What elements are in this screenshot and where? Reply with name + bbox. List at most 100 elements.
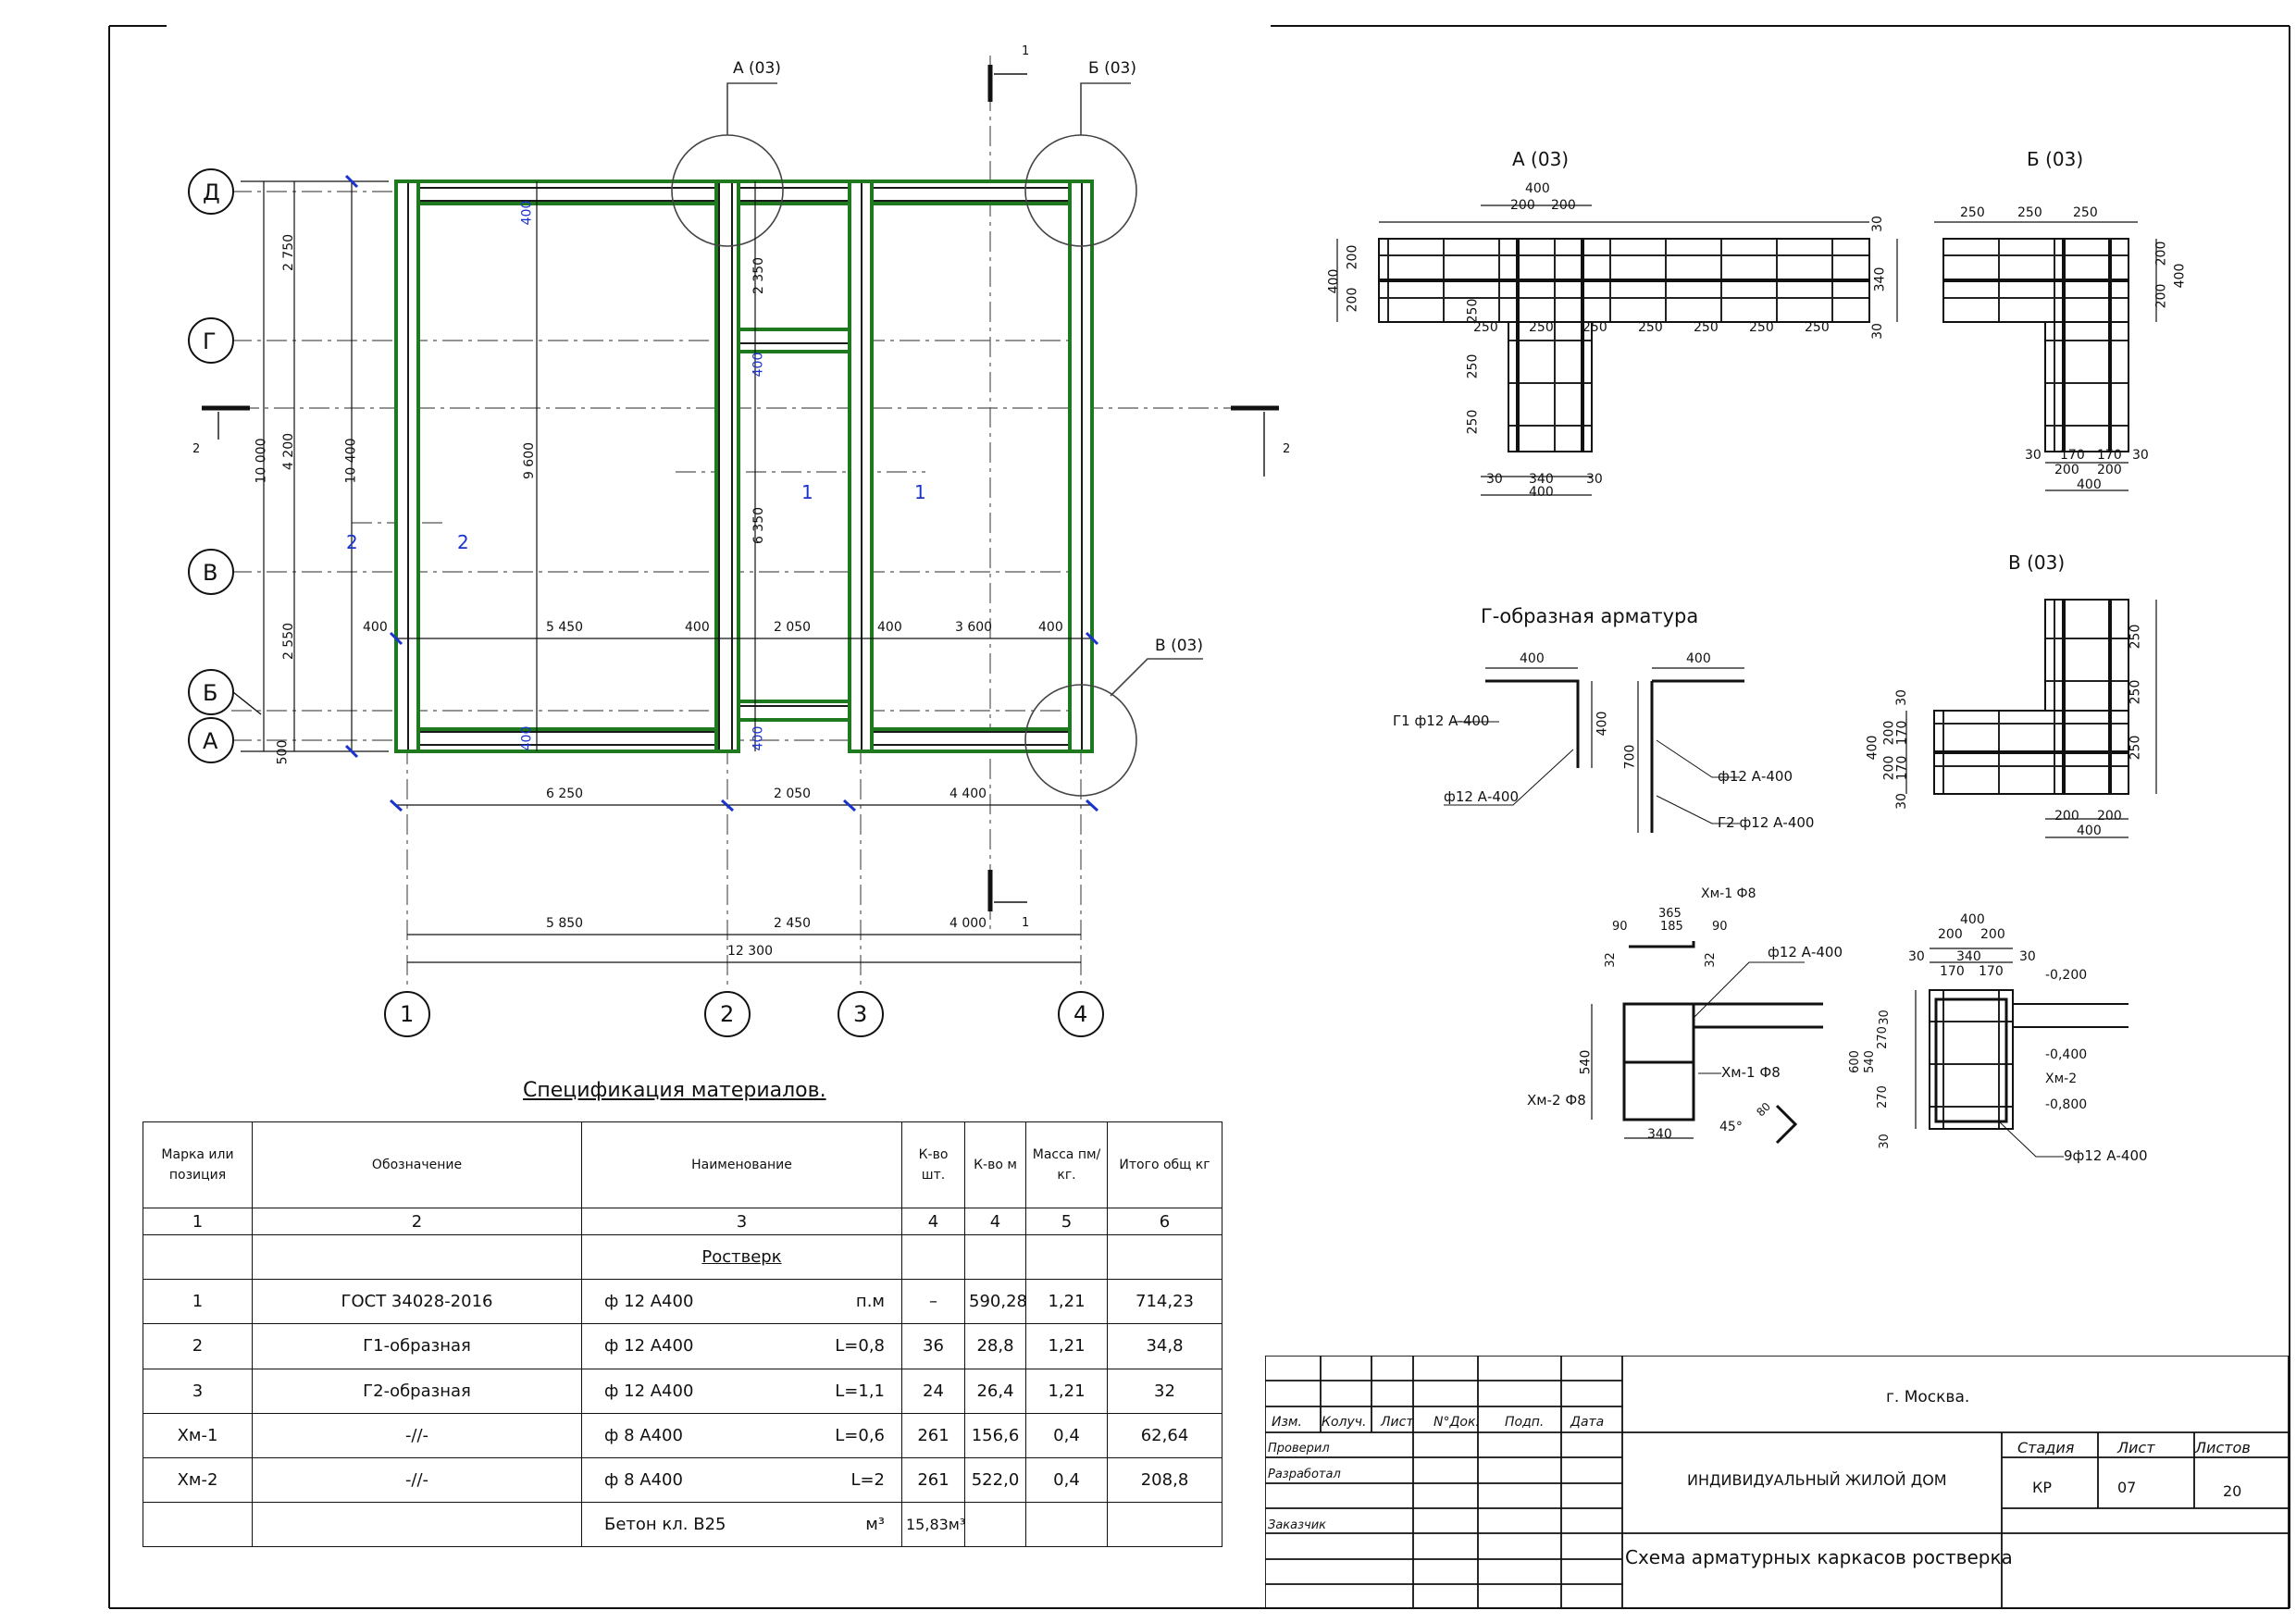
spec-name: ф 12 А400	[604, 1381, 694, 1401]
spec-mass: 1,21	[1025, 1279, 1108, 1325]
sec1-185: 185	[1660, 920, 1683, 934]
detail-a-right-30a: 30	[1869, 216, 1885, 232]
axis-label-b: Б	[203, 680, 218, 706]
tb-sheets-label: Листов	[2195, 1439, 2251, 1456]
detail-a-row-250-7: 250	[1805, 320, 1830, 335]
spec-name: ф 12 А400	[604, 1292, 694, 1312]
spec-mass	[1025, 1501, 1108, 1548]
detail-v-left-170a: 170	[1894, 720, 1910, 746]
detail-a-left-400: 400	[1326, 268, 1342, 294]
sec1-xm1b: Хм-1 Ф8	[1721, 1064, 1781, 1081]
sec2-elev-800: -0,800	[2045, 1097, 2088, 1112]
spec-header-cell: Обозначение	[252, 1121, 582, 1209]
sec2-left-30b: 30	[1877, 1134, 1892, 1149]
spec-length: L=0,8	[835, 1336, 885, 1357]
spec-meters: 26,4	[964, 1368, 1026, 1414]
spec-meters	[964, 1501, 1026, 1548]
detail-b-right-200b: 200	[2153, 283, 2169, 309]
spec-length: п.м	[855, 1292, 885, 1312]
detail-b-right-200a: 200	[2153, 241, 2169, 266]
dim-ax-2450: 2 450	[774, 916, 812, 931]
sec2-top-30a: 30	[1908, 949, 1925, 964]
detail-v-bot-400: 400	[2077, 824, 2102, 838]
spec-length: L=2	[850, 1469, 885, 1490]
dim-ax-5850: 5 850	[546, 916, 584, 931]
detail-v-drawing	[1905, 599, 2157, 838]
spec-col-number: 2	[252, 1208, 582, 1236]
tb-role-checked: Проверил	[1268, 1442, 1330, 1456]
detail-b-top-250b: 250	[2017, 205, 2042, 220]
axis-label-3: 3	[853, 1001, 868, 1027]
spec-mass: 1,21	[1025, 1368, 1108, 1414]
spec-designation: Г1-образная	[252, 1323, 582, 1369]
sec1-90b: 90	[1712, 920, 1728, 934]
dim-h-400b: 400	[685, 620, 710, 635]
l-rebar-g1: Г1 ф12 А-400	[1393, 712, 1490, 729]
spec-pos	[143, 1501, 253, 1548]
sec1-xm1: Хм-1 Ф8	[1701, 886, 1756, 901]
spec-header-cell: К-во шт.	[901, 1121, 965, 1209]
cut-label-1-top: 1	[1022, 44, 1030, 58]
detail-b-bot-30b: 30	[2132, 448, 2149, 463]
dim-inner-400d: 400	[751, 725, 766, 751]
dim-inner-400a: 400	[519, 200, 535, 226]
detail-a-row-250-6: 250	[1749, 320, 1774, 335]
detail-b-bot-170a: 170	[2060, 448, 2085, 463]
foundation-plan	[188, 56, 1279, 1037]
detail-a-bot-400: 400	[1529, 485, 1554, 500]
sec2-top-30b: 30	[2019, 949, 2036, 964]
dim-inner-2350: 2 350	[751, 256, 767, 295]
spec-header-row: Марка или позиция Обозначение Наименован…	[143, 1121, 1222, 1209]
spec-pos: 2	[143, 1323, 253, 1369]
spec-designation	[252, 1501, 582, 1548]
spec-qty: 15,83м³	[901, 1501, 965, 1548]
spec-total: 208,8	[1107, 1456, 1222, 1503]
detail-a-left-200a: 200	[1345, 244, 1360, 270]
sec2-left-30a: 30	[1877, 1010, 1892, 1025]
spec-pos: Хм-1	[143, 1412, 253, 1458]
section-mark-2a: 2	[346, 531, 358, 553]
sec2-left-270b: 270	[1875, 1085, 1890, 1109]
section-mark-1a: 1	[801, 481, 813, 503]
dim-h-400a: 400	[363, 620, 388, 635]
dim-inner-9600: 9 600	[522, 441, 538, 480]
sec1-540: 540	[1578, 1049, 1594, 1075]
spec-col-number: 5	[1025, 1208, 1108, 1236]
sec2-elev-200: -0,200	[2045, 968, 2088, 983]
sec2-top-170a: 170	[1940, 964, 1965, 979]
l-shaped-rebar-drawing	[1444, 667, 1744, 833]
spec-total: 714,23	[1107, 1279, 1222, 1325]
spec-name-cell: ф 12 А400 п.м	[581, 1279, 902, 1325]
dim-4200: 4 200	[281, 432, 297, 471]
spec-meters: 156,6	[964, 1412, 1026, 1458]
sec2-left-540: 540	[1862, 1050, 1877, 1073]
detail-v-left-30b: 30	[1893, 793, 1909, 810]
dim-inner-400c: 400	[751, 352, 766, 378]
detail-a-row-250-3: 250	[1582, 320, 1607, 335]
dim-ax-4000: 4 000	[949, 916, 987, 931]
sec2-xm2: Хм-2	[2045, 1072, 2078, 1086]
dim-inner-400b: 400	[519, 725, 535, 751]
tb-col-podp: Подп.	[1505, 1415, 1545, 1430]
spec-total: 32	[1107, 1368, 1222, 1414]
detail-a-drawing	[1336, 204, 1898, 496]
l-rebar-dim-400b: 400	[1595, 711, 1610, 737]
dim-b-2050: 2 050	[774, 787, 812, 801]
callout-b: Б (03)	[1088, 59, 1136, 78]
spec-name: ф 8 А400	[604, 1425, 683, 1445]
spec-section-title: Ростверк	[581, 1234, 902, 1281]
tb-sheet-name: Схема арматурных каркасов ростверка	[1625, 1546, 2013, 1568]
spec-col-number: 6	[1107, 1208, 1222, 1236]
spec-meters: 522,0	[964, 1456, 1026, 1503]
l-rebar-dim-400c: 400	[1686, 651, 1711, 666]
tb-city: г. Москва.	[1886, 1388, 1970, 1406]
spec-col-number: 4	[964, 1208, 1026, 1236]
sec2-top-400: 400	[1960, 912, 1985, 927]
callout-a: А (03)	[733, 59, 781, 78]
spec-length: L=1,1	[835, 1381, 885, 1401]
